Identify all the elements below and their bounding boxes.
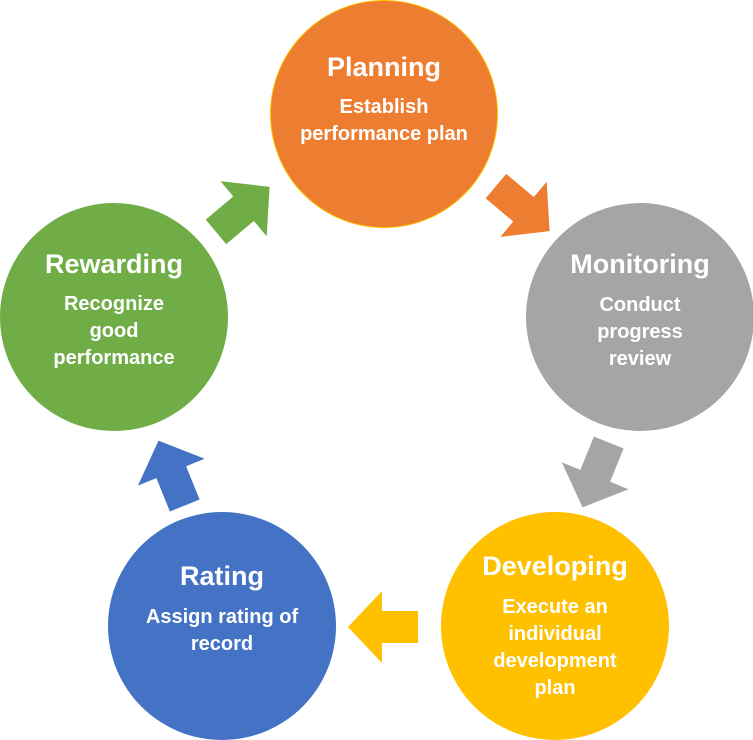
stage-rating: Rating Assign rating of record <box>108 512 336 740</box>
stage-monitoring: Monitoring Conduct progress review <box>526 203 753 431</box>
arrow-rewarding-to-planning <box>205 181 270 245</box>
stage-description: Assign rating of record <box>145 606 299 655</box>
stage-description: Establish performance plan <box>300 96 468 145</box>
stage-description: Recognize good performance <box>53 293 175 369</box>
arrow-planning-to-monitoring <box>485 173 550 237</box>
stage-title: Planning <box>327 52 441 82</box>
stage-title: Rating <box>180 561 264 591</box>
arrow-rating-to-rewarding <box>137 440 205 512</box>
stage-title: Rewarding <box>44 249 184 279</box>
stage-planning: Planning Establish performance plan <box>270 0 498 228</box>
stage-title: Developing <box>482 551 628 581</box>
arrow-developing-to-rating <box>348 591 418 663</box>
stage-rewarding: Rewarding Recognize good performance <box>0 203 228 431</box>
stage-description: Execute an individual development plan <box>493 596 617 699</box>
stage-developing: Developing Execute an individual develop… <box>441 512 669 740</box>
stage-description: Conduct progress review <box>597 294 683 370</box>
stage-title: Monitoring <box>570 249 710 279</box>
arrow-monitoring-to-developing <box>561 436 629 508</box>
